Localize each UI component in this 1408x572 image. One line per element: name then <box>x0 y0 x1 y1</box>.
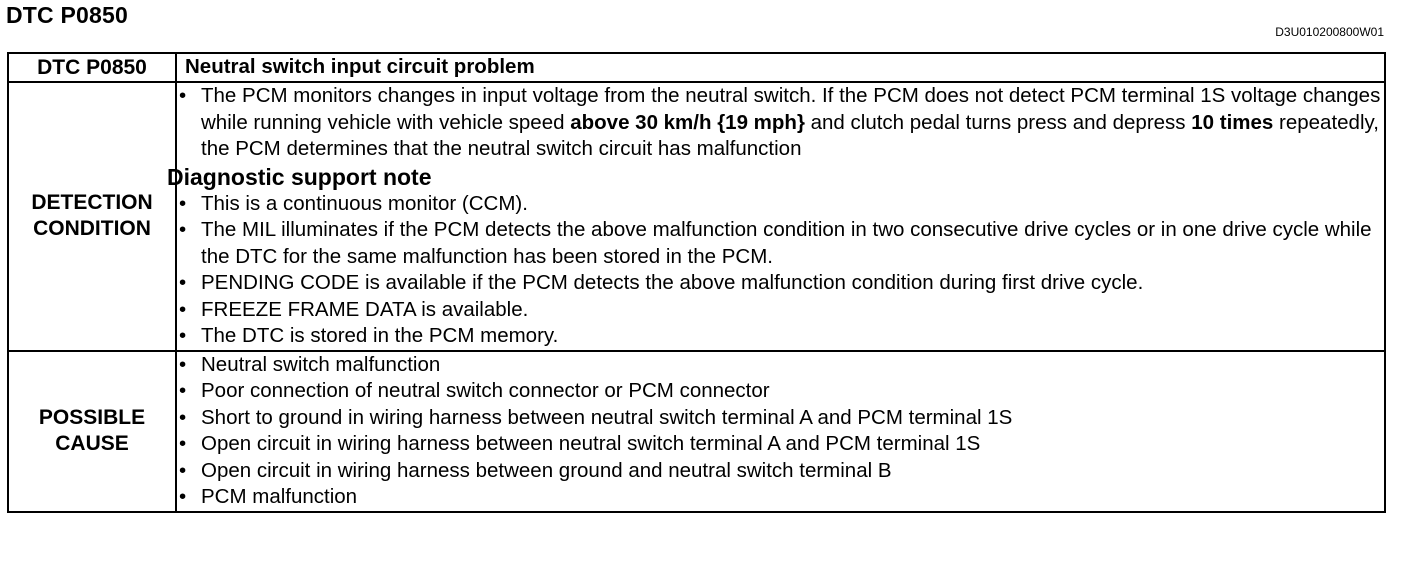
detection-condition-content: The PCM monitors changes in input voltag… <box>167 81 1386 352</box>
list-item: The MIL illuminates if the PCM detects t… <box>177 217 1384 270</box>
list-item: FREEZE FRAME DATA is available. <box>177 297 1384 324</box>
detection-condition-label: DETECTION CONDITION <box>7 81 177 352</box>
list-item: The DTC is stored in the PCM memory. <box>177 323 1384 350</box>
list-item: PCM malfunction <box>177 484 1384 511</box>
list-item: PENDING CODE is available if the PCM det… <box>177 270 1384 297</box>
diagnostic-note-heading: Diagnostic support note <box>167 163 432 190</box>
possible-cause-content: Neutral switch malfunction Poor connecti… <box>175 349 1386 513</box>
list-item: Neutral switch malfunction <box>177 352 1384 379</box>
page-title: DTC P0850 <box>6 2 128 28</box>
list-item: Open circuit in wiring harness between n… <box>177 431 1384 458</box>
detection-main-list: The PCM monitors changes in input voltag… <box>177 83 1384 163</box>
diagnostic-note-list: This is a continuous monitor (CCM). The … <box>177 191 1384 350</box>
detection-condition-row: DETECTION CONDITION The PCM monitors cha… <box>7 81 1386 352</box>
detection-speed-threshold: above 30 km/h {19 mph} <box>570 110 805 134</box>
possible-cause-list: Neutral switch malfunction Poor connecti… <box>177 352 1384 511</box>
list-item: This is a continuous monitor (CCM). <box>177 191 1384 218</box>
detection-repeat-count: 10 times <box>1191 110 1274 134</box>
detection-main-bullet: The PCM monitors changes in input voltag… <box>177 83 1384 163</box>
detection-text-2: and clutch pedal turns press and depress <box>804 110 1192 134</box>
list-item: Open circuit in wiring harness between g… <box>177 458 1384 485</box>
possible-cause-label: POSSIBLE CAUSE <box>7 349 177 513</box>
document-code: D3U010200800W01 <box>1275 25 1384 39</box>
dtc-table: DTC P0850 Neutral switch input circuit p… <box>7 52 1386 513</box>
detection-text-1: The PCM monitors changes in input voltag… <box>201 84 1381 134</box>
possible-cause-row: POSSIBLE CAUSE Neutral switch malfunctio… <box>7 349 1386 513</box>
list-item: Short to ground in wiring harness betwee… <box>177 405 1384 432</box>
detection-text-3: repeatedly, the PCM determines that the … <box>201 110 1379 161</box>
dtc-code-cell: DTC P0850 <box>7 52 177 83</box>
dtc-description-cell: Neutral switch input circuit problem <box>175 52 1386 83</box>
list-item: Poor connection of neutral switch connec… <box>177 378 1384 405</box>
table-header-row: DTC P0850 Neutral switch input circuit p… <box>7 52 1386 83</box>
